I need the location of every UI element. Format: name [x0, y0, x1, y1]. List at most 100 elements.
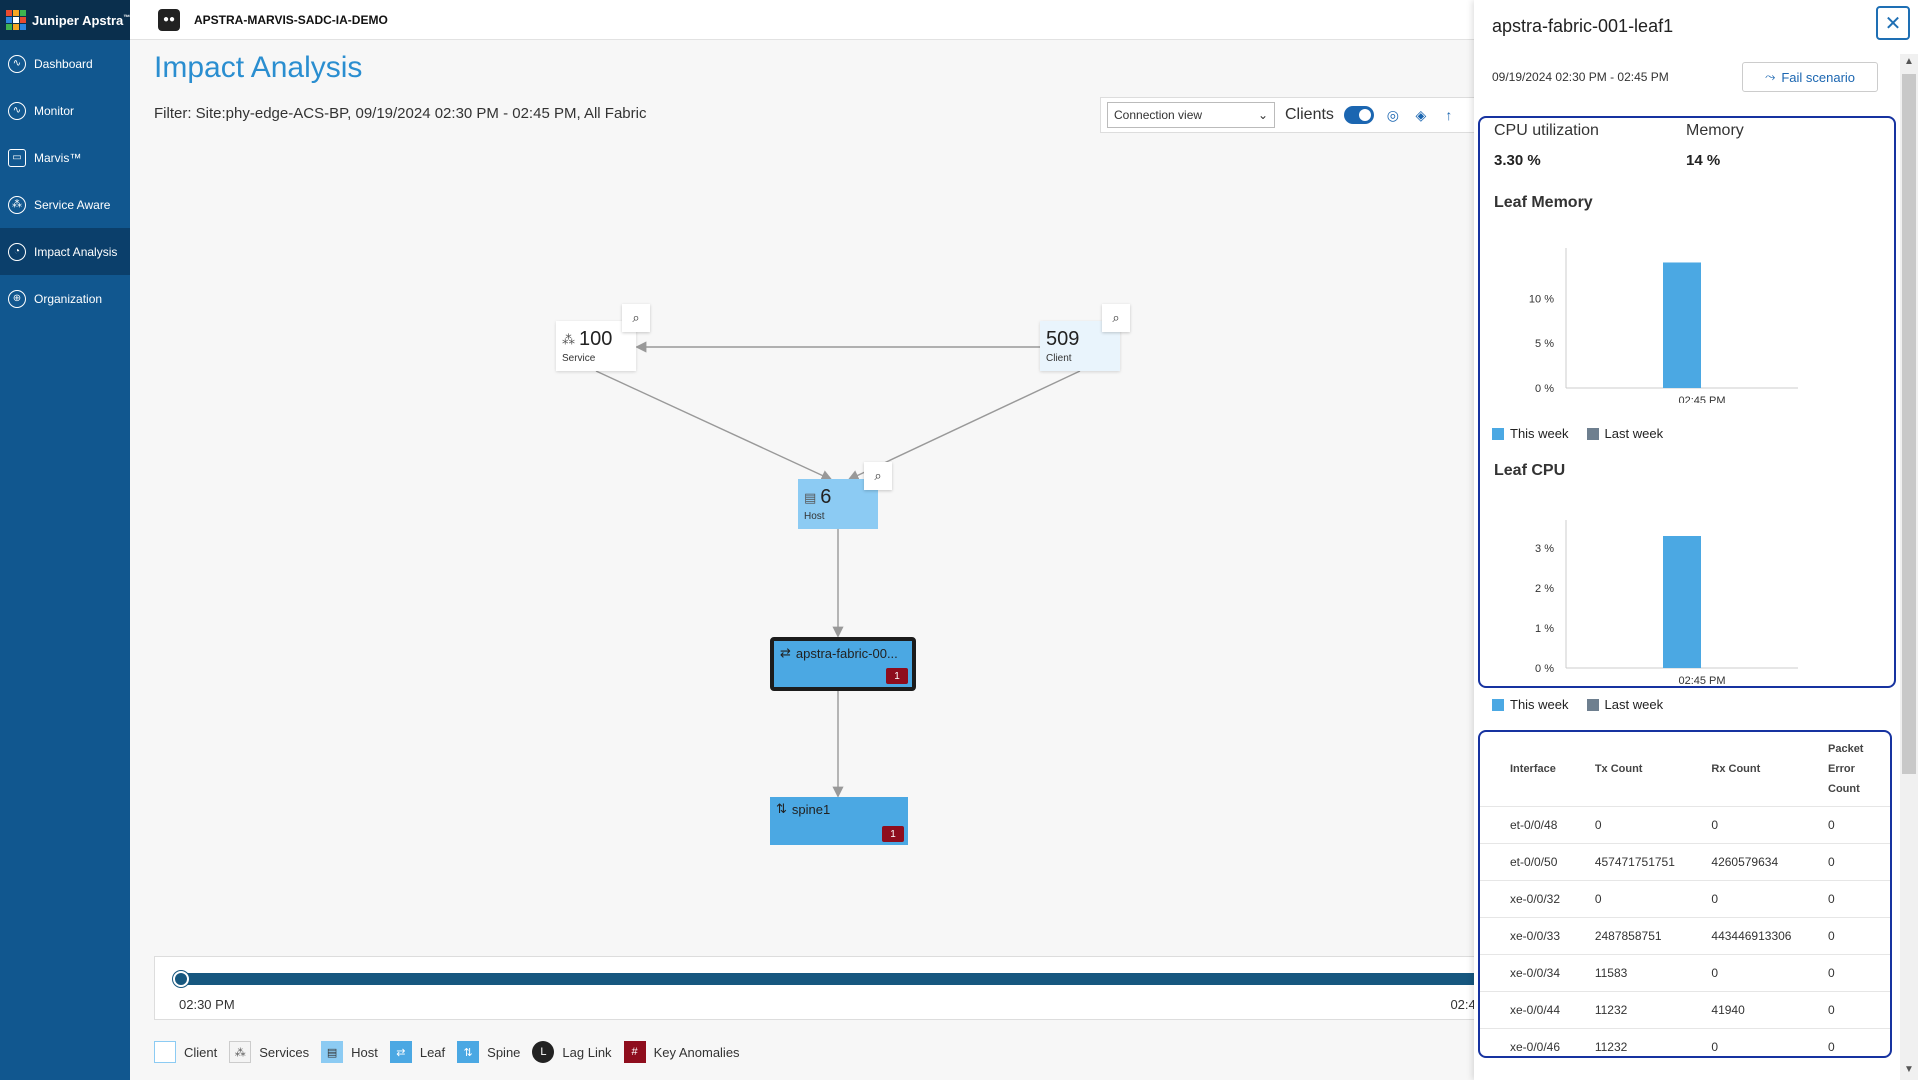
scroll-thumb[interactable]	[1902, 74, 1916, 774]
host-icon: ▤	[321, 1041, 344, 1063]
client-search-button[interactable]: ⌕	[1102, 304, 1130, 332]
leaf-icon: ⇄	[389, 1041, 412, 1063]
legend-this-week[interactable]: This week	[1492, 697, 1569, 712]
org-icon[interactable]: ●●	[158, 8, 180, 31]
y-tick-label: 2 %	[1535, 583, 1554, 595]
sidebar-item-organization[interactable]: ⊕ Organization	[0, 275, 130, 322]
cpu-value: 3.30 %	[1494, 152, 1541, 169]
swatch	[1492, 427, 1504, 440]
swatch	[1492, 698, 1504, 711]
bar-this-week	[1663, 536, 1701, 668]
y-tick-label: 0 %	[1535, 383, 1554, 395]
scroll-up-icon[interactable]: ▲	[1904, 56, 1914, 67]
arrow-up-icon[interactable]: ↑	[1445, 107, 1453, 123]
fail-scenario-button[interactable]: ⤳ Fail scenario	[1742, 62, 1878, 92]
locate-icon[interactable]: ◎	[1386, 106, 1400, 123]
table-cell: 4260579634	[1703, 842, 1820, 880]
table-cell: xe-0/0/44	[1480, 990, 1587, 1028]
spine-node[interactable]: ⇅spine1 1	[770, 797, 908, 845]
table-cell: 11583	[1586, 953, 1704, 991]
sidebar-item-marvis[interactable]: ▭Marvis™	[0, 134, 130, 181]
table-cell: et-0/0/48	[1480, 805, 1587, 843]
timeline: 02:30 PM 02:45	[154, 956, 1474, 1020]
table-cell: 457471751751	[1586, 842, 1704, 880]
panel-title: apstra-fabric-001-leaf1	[1492, 16, 1674, 36]
legend-item-key-anomalies: #Key Anomalies	[623, 1041, 740, 1063]
layers-icon[interactable]: ◈	[1415, 106, 1427, 123]
service-aware-icon: ⁂	[8, 195, 26, 214]
table-cell: 0	[1820, 953, 1890, 991]
scroll-down-icon[interactable]: ▼	[1904, 1064, 1914, 1075]
page-title: Impact Analysis	[154, 51, 363, 84]
timeline-track[interactable]	[181, 973, 1474, 985]
table-cell: 443446913306	[1703, 916, 1820, 954]
sidebar-item-service-aware[interactable]: ⁂Service Aware	[0, 181, 130, 228]
org-name[interactable]: APSTRA-MARVIS-SADC-IA-DEMO	[194, 12, 388, 27]
legend-last-week[interactable]: Last week	[1586, 697, 1663, 712]
service-search-button[interactable]: ⌕	[622, 304, 650, 332]
table-header-row: Interface Tx Count Rx Count Packet Error Co…	[1480, 732, 1890, 806]
brand[interactable]: Juniper Apstra™	[0, 0, 130, 40]
anomaly-badge[interactable]: 1	[886, 668, 908, 684]
table-cell: 0	[1820, 990, 1890, 1028]
table-cell: 0	[1586, 879, 1704, 917]
table-cell: 0	[1820, 916, 1890, 954]
host-icon: ▤	[804, 489, 817, 505]
clients-toggle[interactable]	[1343, 106, 1374, 124]
table-cell: 41940	[1703, 990, 1820, 1028]
legend-item-spine: ⇅Spine	[457, 1041, 520, 1063]
column-header[interactable]: Packet Error Count	[1828, 742, 1864, 795]
top-bar: ●● APSTRA-MARVIS-SADC-IA-DEMO	[130, 0, 1474, 40]
search-icon: ⌕	[632, 310, 640, 325]
panel-time-range: 09/19/2024 02:30 PM - 02:45 PM	[1492, 70, 1669, 84]
x-tick-label: 02:45 PM	[1678, 675, 1725, 686]
legend-item-leaf: ⇄Leaf	[389, 1041, 445, 1063]
table-cell: xe-0/0/34	[1480, 953, 1587, 991]
close-button[interactable]: ✕	[1876, 6, 1910, 40]
sidebar-item-dashboard[interactable]: ∿Dashboard	[0, 40, 130, 87]
monitor-icon: ∿	[8, 101, 26, 120]
table-cell: 0	[1703, 953, 1820, 991]
y-tick-label: 1 %	[1535, 623, 1554, 635]
organization-icon: ⊕	[8, 289, 26, 308]
swatch	[1586, 427, 1599, 440]
sidebar-item-label: Organization	[34, 291, 103, 306]
client-label: Client	[1046, 353, 1072, 364]
interfaces-table: Interface Tx Count Rx Count Packet Error Co…	[1480, 732, 1890, 1056]
table-cell: 2487858751	[1586, 916, 1704, 954]
lag-link-icon: L	[532, 1041, 555, 1063]
table-cell: 0	[1820, 879, 1890, 917]
timeline-handle[interactable]	[173, 971, 189, 987]
sidebar-item-label: Monitor	[34, 103, 75, 118]
panel-scrollbar[interactable]: ▲ ▼	[1900, 54, 1918, 1080]
host-search-button[interactable]: ⌕	[864, 462, 892, 490]
view-select[interactable]: Connection view ⌄	[1107, 102, 1275, 128]
sidebar-item-monitor[interactable]: ∿ Monitor	[0, 87, 130, 134]
graph-toolbar: Connection view ⌄ Clients ◎ ◈ ↑	[1100, 97, 1474, 133]
anomaly-badge[interactable]: 1	[882, 826, 904, 842]
sidebar: Juniper Apstra™ ∿Dashboard ∿ Monitor ▭Marvi…	[0, 0, 130, 1080]
legend-last-week[interactable]: Last week	[1586, 426, 1663, 441]
client-count: 509	[1046, 328, 1080, 350]
column-header[interactable]: Rx Count	[1711, 762, 1761, 775]
column-header[interactable]: Interface	[1510, 762, 1556, 775]
sidebar-item-label: Dashboard	[34, 56, 93, 71]
legend-label: Key Anomalies	[653, 1044, 740, 1060]
host-count: 6	[820, 486, 832, 508]
close-icon: ✕	[1884, 12, 1902, 35]
table-cell: 0	[1703, 805, 1820, 843]
leaf-node[interactable]: ⇄apstra-fabric-00... 1	[770, 637, 916, 691]
legend-label: Lag Link	[562, 1044, 612, 1060]
sidebar-item-impact-analysis[interactable]: ◔Impact Analysis	[0, 228, 130, 275]
column-header[interactable]: Tx Count	[1594, 762, 1643, 775]
table-cell: 0	[1703, 879, 1820, 917]
legend-this-week[interactable]: This week	[1492, 426, 1569, 441]
